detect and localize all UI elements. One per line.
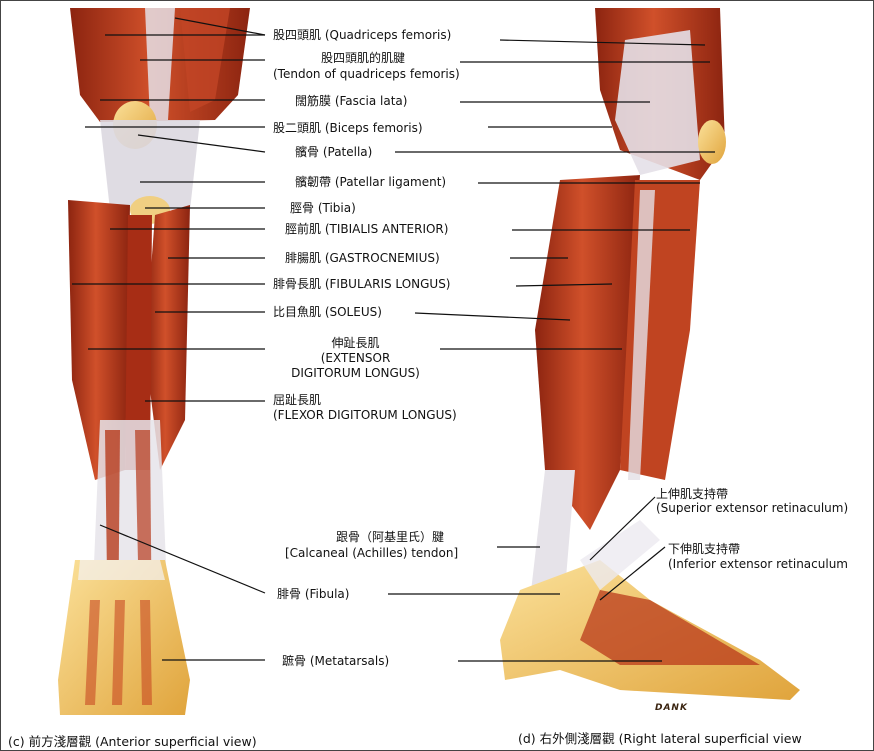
caption-lateral-view: (d) 右外側淺層觀 (Right lateral superficial vi… — [518, 728, 802, 747]
label-achilles-en: [Calcaneal (Achilles) tendon] — [285, 546, 458, 560]
label-patella: 髕骨 (Patella) — [295, 145, 372, 159]
label-fibularis-longus: 腓骨長肌 (FIBULARIS LONGUS) — [273, 277, 451, 291]
label-edl-line2: (EXTENSOR — [273, 351, 438, 365]
label-fdl-line2: (FLEXOR DIGITORUM LONGUS) — [273, 408, 457, 422]
label-quad-tendon-cn: 股四頭肌的肌腱 — [273, 51, 453, 65]
label-metatarsals: 蹠骨 (Metatarsals) — [282, 654, 389, 668]
label-fdl-line1: 屈趾長肌 — [273, 393, 321, 407]
label-inf-retinaculum-en: (Inferior extensor retinaculum — [668, 557, 848, 571]
anterior-leg — [58, 8, 250, 715]
artist-signature: DANK — [655, 703, 688, 713]
label-inf-retinaculum-cn: 下伸肌支持帶 — [668, 542, 740, 556]
label-soleus: 比目魚肌 (SOLEUS) — [273, 305, 382, 319]
label-sup-retinaculum-en: (Superior extensor retinaculum) — [656, 501, 848, 515]
label-gastrocnemius: 腓腸肌 (GASTROCNEMIUS) — [285, 251, 440, 265]
label-quadriceps: 股四頭肌 (Quadriceps femoris) — [273, 28, 451, 42]
label-edl-line1: 伸趾長肌 — [273, 336, 438, 350]
label-biceps-femoris: 股二頭肌 (Biceps femoris) — [273, 121, 423, 135]
label-fibula: 腓骨 (Fibula) — [277, 587, 349, 601]
label-tibia: 脛骨 (Tibia) — [290, 201, 356, 215]
caption-anterior-view: (c) 前方淺層觀 (Anterior superficial view) — [8, 731, 257, 750]
label-quad-tendon-en: (Tendon of quadriceps femoris) — [273, 67, 460, 81]
lateral-leg — [500, 8, 800, 700]
label-achilles-cn: 跟骨（阿基里氏）腱 — [285, 530, 495, 544]
label-sup-retinaculum-cn: 上伸肌支持帶 — [656, 487, 728, 501]
label-edl-line3: DIGITORUM LONGUS) — [273, 366, 438, 380]
anterior-foot — [58, 560, 190, 715]
patella-bone-lateral — [698, 120, 726, 164]
label-patellar-ligament: 髕韌帶 (Patellar ligament) — [295, 175, 446, 189]
label-fascia-lata: 闊筋膜 (Fascia lata) — [295, 94, 407, 108]
label-tibialis-anterior: 脛前肌 (TIBIALIS ANTERIOR) — [285, 222, 448, 236]
